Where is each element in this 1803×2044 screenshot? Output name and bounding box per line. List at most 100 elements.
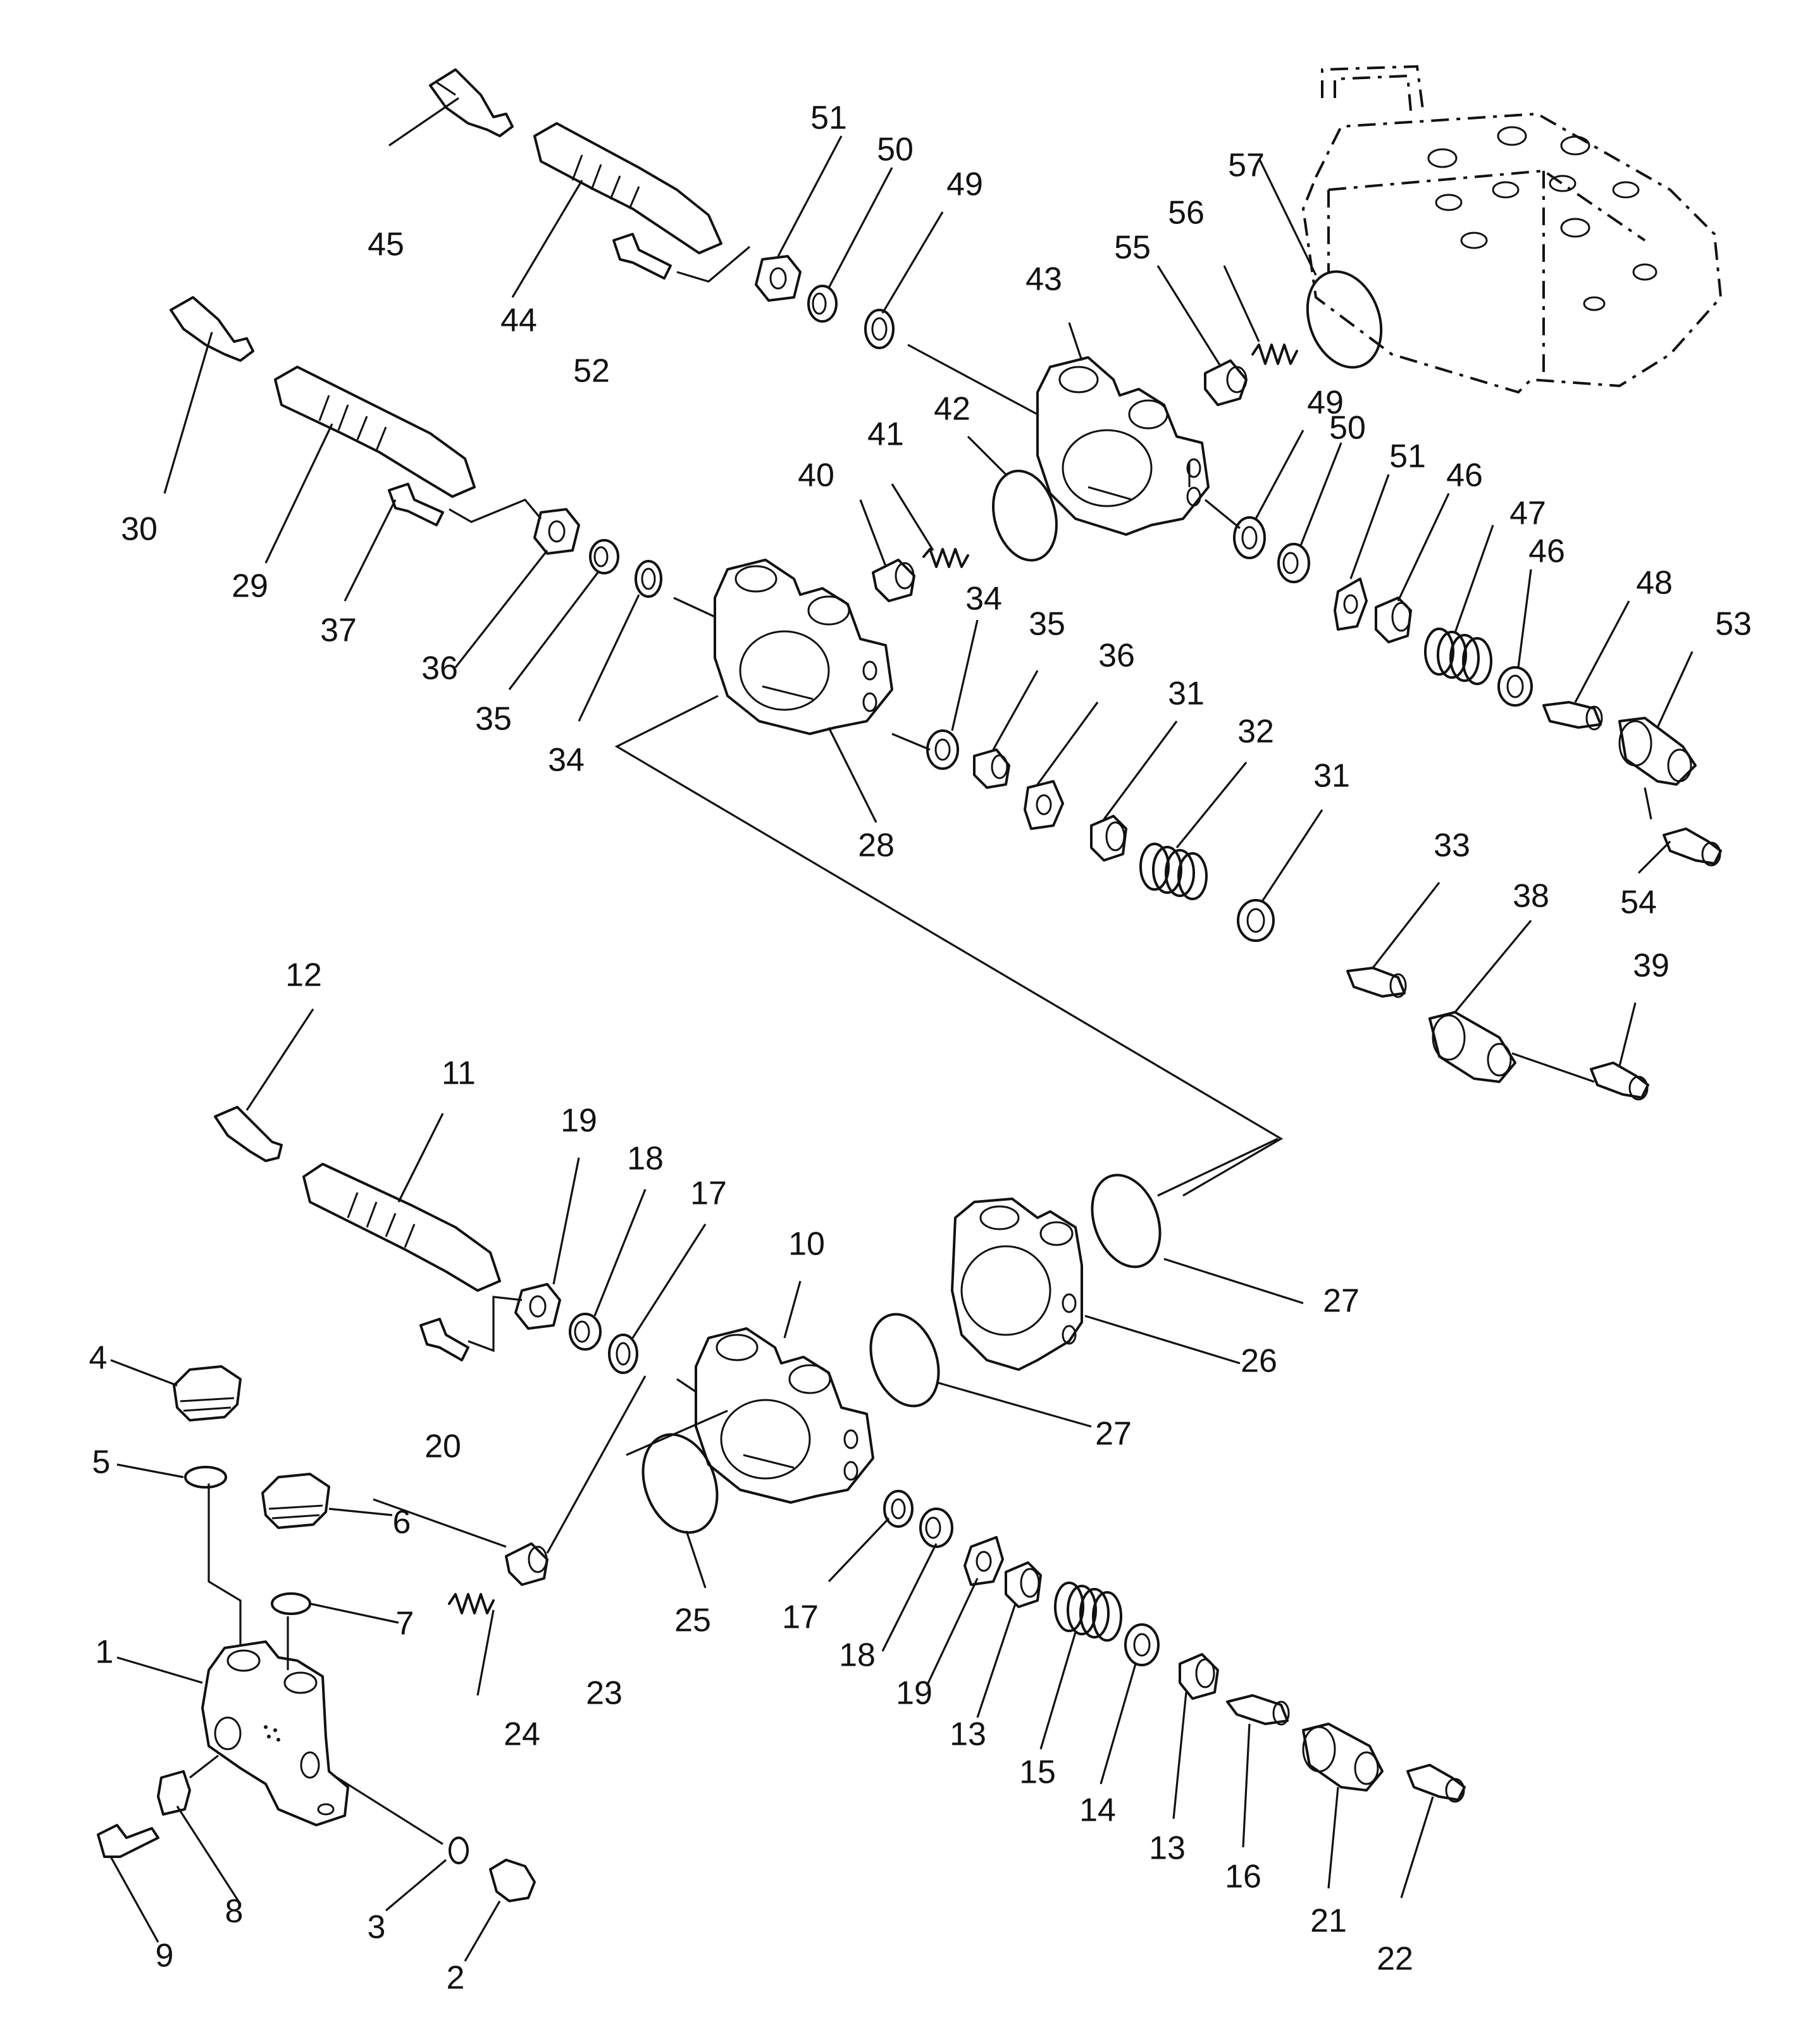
o-ring-5 bbox=[184, 1466, 227, 1489]
seal-18-left bbox=[569, 1313, 602, 1351]
callout-6: 6 bbox=[393, 1504, 411, 1541]
callout-labels: 1 2 3 4 5 6 7 8 9 10 11 12 13 13 14 15 1… bbox=[89, 100, 1752, 1997]
callout-25: 25 bbox=[674, 1602, 711, 1639]
callout-23: 23 bbox=[586, 1675, 623, 1712]
callout-36a: 36 bbox=[1098, 638, 1135, 674]
ring-17-left bbox=[608, 1334, 638, 1374]
o-ring-3 bbox=[449, 1837, 469, 1864]
cap-21 bbox=[1302, 1723, 1384, 1792]
callout-36b: 36 bbox=[421, 650, 458, 687]
callout-1: 1 bbox=[96, 1634, 114, 1671]
gasket-51-top bbox=[755, 255, 802, 302]
callout-49b: 49 bbox=[1307, 385, 1344, 421]
callout-2: 2 bbox=[447, 1960, 465, 1997]
callout-17a: 17 bbox=[690, 1175, 727, 1212]
callout-39: 39 bbox=[1633, 948, 1670, 984]
callout-46b: 46 bbox=[1528, 533, 1565, 570]
callout-53: 53 bbox=[1715, 606, 1752, 643]
spool-11 bbox=[302, 1163, 501, 1292]
callout-49a: 49 bbox=[946, 166, 983, 203]
callout-38: 38 bbox=[1513, 878, 1549, 915]
spring-32 bbox=[1139, 843, 1208, 900]
callout-16: 16 bbox=[1225, 1859, 1261, 1895]
callout-4: 4 bbox=[89, 1340, 108, 1377]
screw-20 bbox=[419, 1318, 469, 1361]
spring-seat-13b bbox=[1179, 1653, 1219, 1700]
o-ring-27-lower bbox=[869, 1313, 940, 1408]
callout-20: 20 bbox=[424, 1428, 461, 1465]
bolt-22 bbox=[1406, 1764, 1466, 1803]
screw-37 bbox=[388, 483, 444, 526]
spring-56 bbox=[1251, 344, 1298, 365]
callout-29: 29 bbox=[232, 568, 268, 605]
gasket-19-left bbox=[514, 1283, 561, 1330]
callout-32: 32 bbox=[1237, 714, 1274, 750]
spring-47 bbox=[1424, 628, 1492, 685]
callout-31a: 31 bbox=[1168, 676, 1205, 712]
check-poppet-40 bbox=[872, 559, 915, 602]
callout-33: 33 bbox=[1434, 827, 1470, 864]
callout-51a: 51 bbox=[810, 100, 847, 137]
seal-18-right bbox=[919, 1508, 953, 1548]
callout-48: 48 bbox=[1636, 565, 1673, 602]
callout-30: 30 bbox=[121, 511, 158, 548]
callout-57: 57 bbox=[1228, 147, 1265, 184]
o-ring-57 bbox=[1306, 270, 1383, 369]
screw-52 bbox=[612, 233, 672, 280]
stopper-bolt-48 bbox=[1542, 701, 1603, 731]
spring-seat-13a bbox=[1005, 1561, 1042, 1608]
o-ring-42 bbox=[992, 469, 1058, 562]
gasket-51-right bbox=[1334, 578, 1368, 631]
spring-seat-31a bbox=[1090, 815, 1127, 862]
callout-13a: 13 bbox=[950, 1716, 986, 1753]
callout-18b: 18 bbox=[839, 1637, 876, 1674]
callout-14: 14 bbox=[1079, 1792, 1116, 1829]
plug-2 bbox=[489, 1859, 536, 1902]
stopper-bolt-33 bbox=[1346, 967, 1407, 998]
callout-55: 55 bbox=[1114, 230, 1151, 266]
callout-50b: 50 bbox=[1329, 410, 1366, 447]
spring-seat-46b bbox=[1497, 666, 1533, 707]
callout-18a: 18 bbox=[627, 1141, 664, 1177]
callout-19b: 19 bbox=[896, 1675, 932, 1712]
valve-section-43 bbox=[1036, 356, 1210, 536]
callout-47: 47 bbox=[1509, 495, 1546, 532]
callout-3: 3 bbox=[368, 1909, 386, 1946]
gasket-36-right bbox=[1024, 780, 1064, 830]
callout-45: 45 bbox=[368, 226, 404, 263]
plug-4 bbox=[173, 1365, 242, 1422]
plate-8 bbox=[157, 1770, 191, 1816]
valve-section-28 bbox=[714, 559, 893, 735]
spool-end-12 bbox=[214, 1106, 283, 1162]
callout-19a: 19 bbox=[561, 1103, 597, 1139]
callout-15: 15 bbox=[1019, 1754, 1056, 1791]
leader-lines bbox=[109, 97, 1694, 1962]
ring-14 bbox=[1124, 1623, 1160, 1666]
ring-49-right bbox=[1233, 516, 1266, 559]
callout-8: 8 bbox=[225, 1893, 244, 1930]
check-poppet-23 bbox=[505, 1542, 548, 1586]
callout-41: 41 bbox=[867, 416, 904, 453]
seal-35-right bbox=[973, 748, 1010, 789]
o-ring-27-upper bbox=[1091, 1174, 1162, 1268]
callout-5: 5 bbox=[92, 1444, 111, 1481]
spring-15 bbox=[1054, 1582, 1122, 1642]
plug-6 bbox=[261, 1473, 330, 1529]
callout-51b: 51 bbox=[1389, 438, 1426, 475]
check-poppet-55 bbox=[1204, 359, 1248, 406]
ring-34-right bbox=[926, 729, 959, 770]
callout-27b: 27 bbox=[1095, 1416, 1132, 1452]
callout-35a: 35 bbox=[1029, 606, 1065, 643]
gasket-19-right bbox=[963, 1536, 1004, 1586]
seal-50-top bbox=[807, 285, 838, 323]
spool-44 bbox=[533, 122, 722, 254]
spool-29 bbox=[274, 366, 476, 498]
callout-13b: 13 bbox=[1149, 1830, 1186, 1867]
callout-24: 24 bbox=[504, 1716, 540, 1753]
valve-assembly-housing bbox=[1301, 65, 1723, 394]
ring-17-right bbox=[883, 1490, 914, 1528]
stopper-bolt-16 bbox=[1226, 1694, 1290, 1726]
spring-24 bbox=[448, 1593, 495, 1614]
gasket-36-left bbox=[533, 508, 580, 555]
